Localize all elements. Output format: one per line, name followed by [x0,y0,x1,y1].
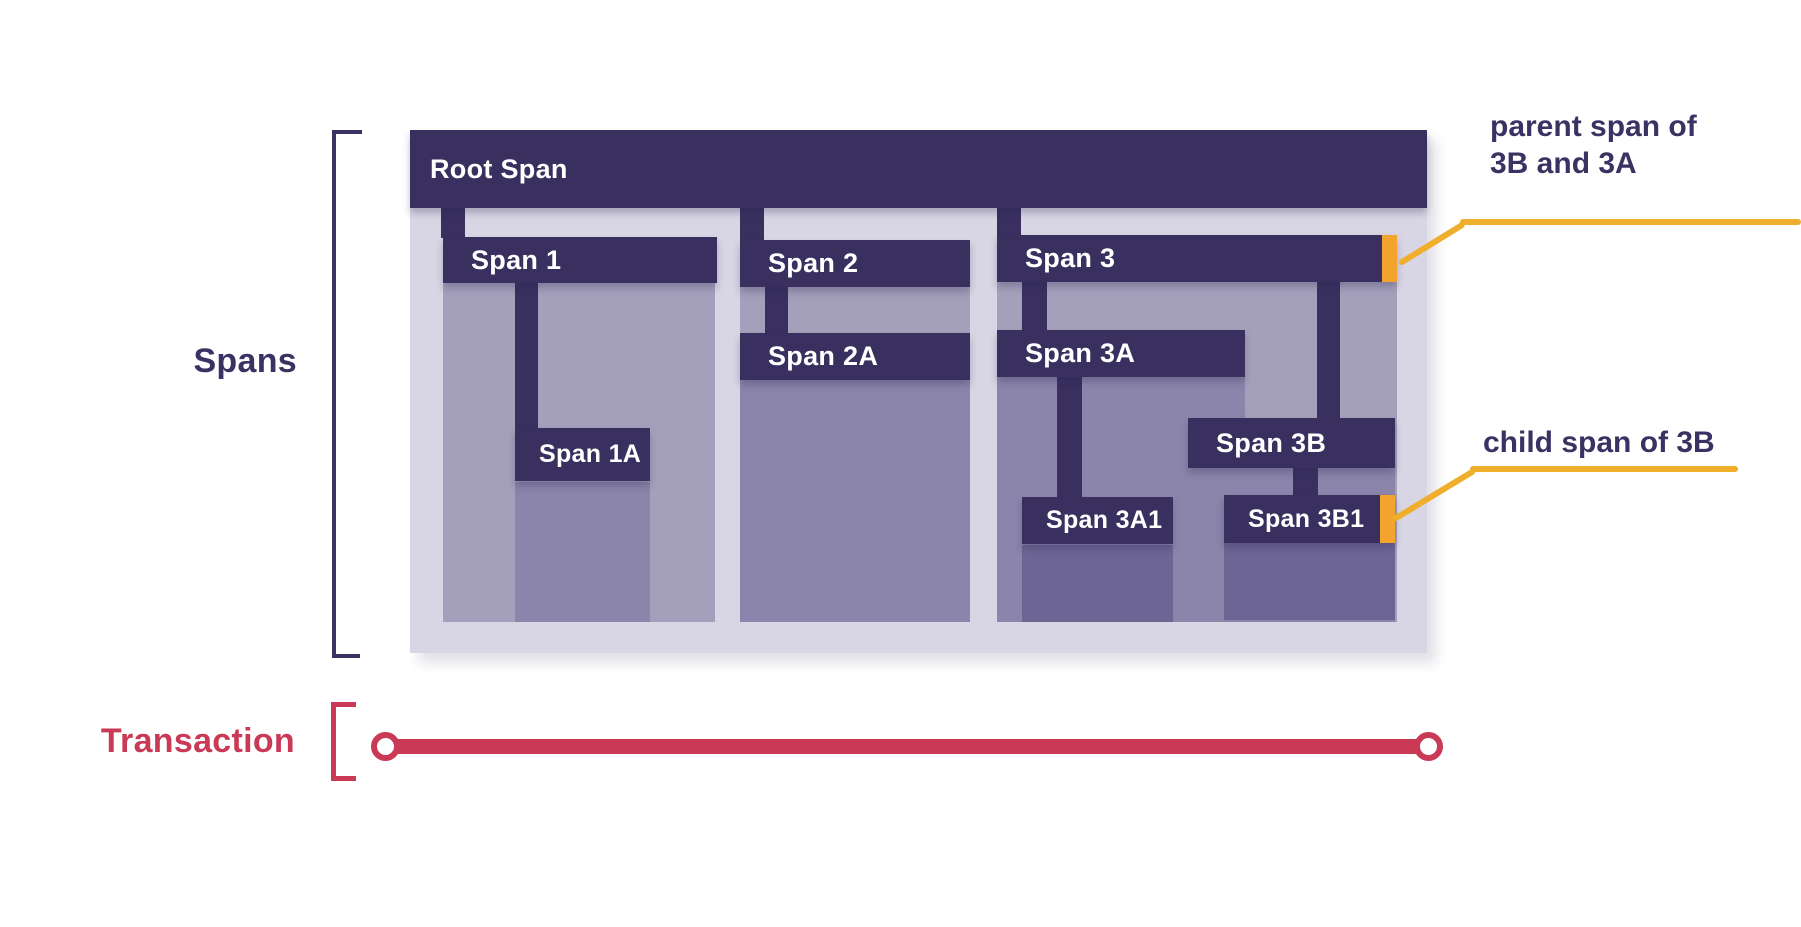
span-label-3a: Span 3A [1025,338,1136,368]
span1a-body [515,482,650,622]
connector-root-span1 [441,207,465,238]
span3b1-body [1224,543,1395,620]
callout-line-child-horizontal [1470,466,1738,472]
annotation-parent-span: parent span of 3B and 3A [1490,108,1697,182]
spans-bracket-vertical [332,130,336,658]
transaction-timeline [392,739,1424,754]
connector-root-span3 [997,207,1021,236]
span-label-3: Span 3 [1025,243,1116,273]
span3a1-body [1022,545,1173,622]
callout-line-parent-horizontal [1460,219,1801,225]
connector-span3b-span3b1 [1293,467,1318,496]
annotation-parent-line2: 3B and 3A [1490,147,1637,180]
connector-root-span2 [740,207,764,241]
span-label-3a1: Span 3A1 [1046,506,1163,534]
transaction-start-circle [371,732,400,761]
annotation-child-line1: child span of 3B [1483,426,1715,459]
span-bar-3a1: Span 3A1 [1022,497,1173,544]
span-bar-3b1: Span 3B1 [1224,495,1395,543]
connector-span3-span3a [1022,281,1047,331]
connector-span2-span2a [765,286,788,334]
span-label-root: Root Span [430,153,568,184]
span-bar-2: Span 2 [740,240,970,287]
annotation-parent-line1: parent span of [1490,110,1697,143]
span-label-2a: Span 2A [768,341,879,371]
span-label-1: Span 1 [471,244,562,275]
transaction-bracket-top-stub [331,702,356,707]
span-bar-1a: Span 1A [515,428,650,481]
span-label-1a: Span 1A [539,440,642,468]
span-bar-1: Span 1 [443,237,717,283]
span-label-3b: Span 3B [1216,427,1327,458]
transaction-end-circle [1414,732,1443,761]
spans-bracket-top-stub [332,130,362,134]
transaction-bracket-bottom-stub [331,776,356,781]
span-bar-3a: Span 3A [997,330,1245,377]
connector-span3a-span3a1 [1057,376,1082,498]
annotation-child-span: child span of 3B [1483,424,1715,461]
connector-span1-span1a [515,282,538,429]
span-bar-3: Span 3 [997,235,1397,282]
span-bar-root: Root Span [410,130,1427,208]
span2a-body [740,380,970,622]
spans-bracket-bottom-stub [332,654,360,658]
transaction-bracket-vertical [331,702,336,781]
span-label-2: Span 2 [768,248,859,278]
span-label-3b1: Span 3B1 [1248,504,1365,533]
spans-side-label: Spans [193,342,297,380]
orange-marker-span3-end [1382,235,1397,282]
span-bar-3b: Span 3B [1188,418,1395,468]
span-bar-2a: Span 2A [740,333,970,380]
orange-marker-span3b1-end [1380,495,1395,543]
transaction-label: Transaction [100,722,295,760]
connector-span3-span3b [1317,281,1340,419]
